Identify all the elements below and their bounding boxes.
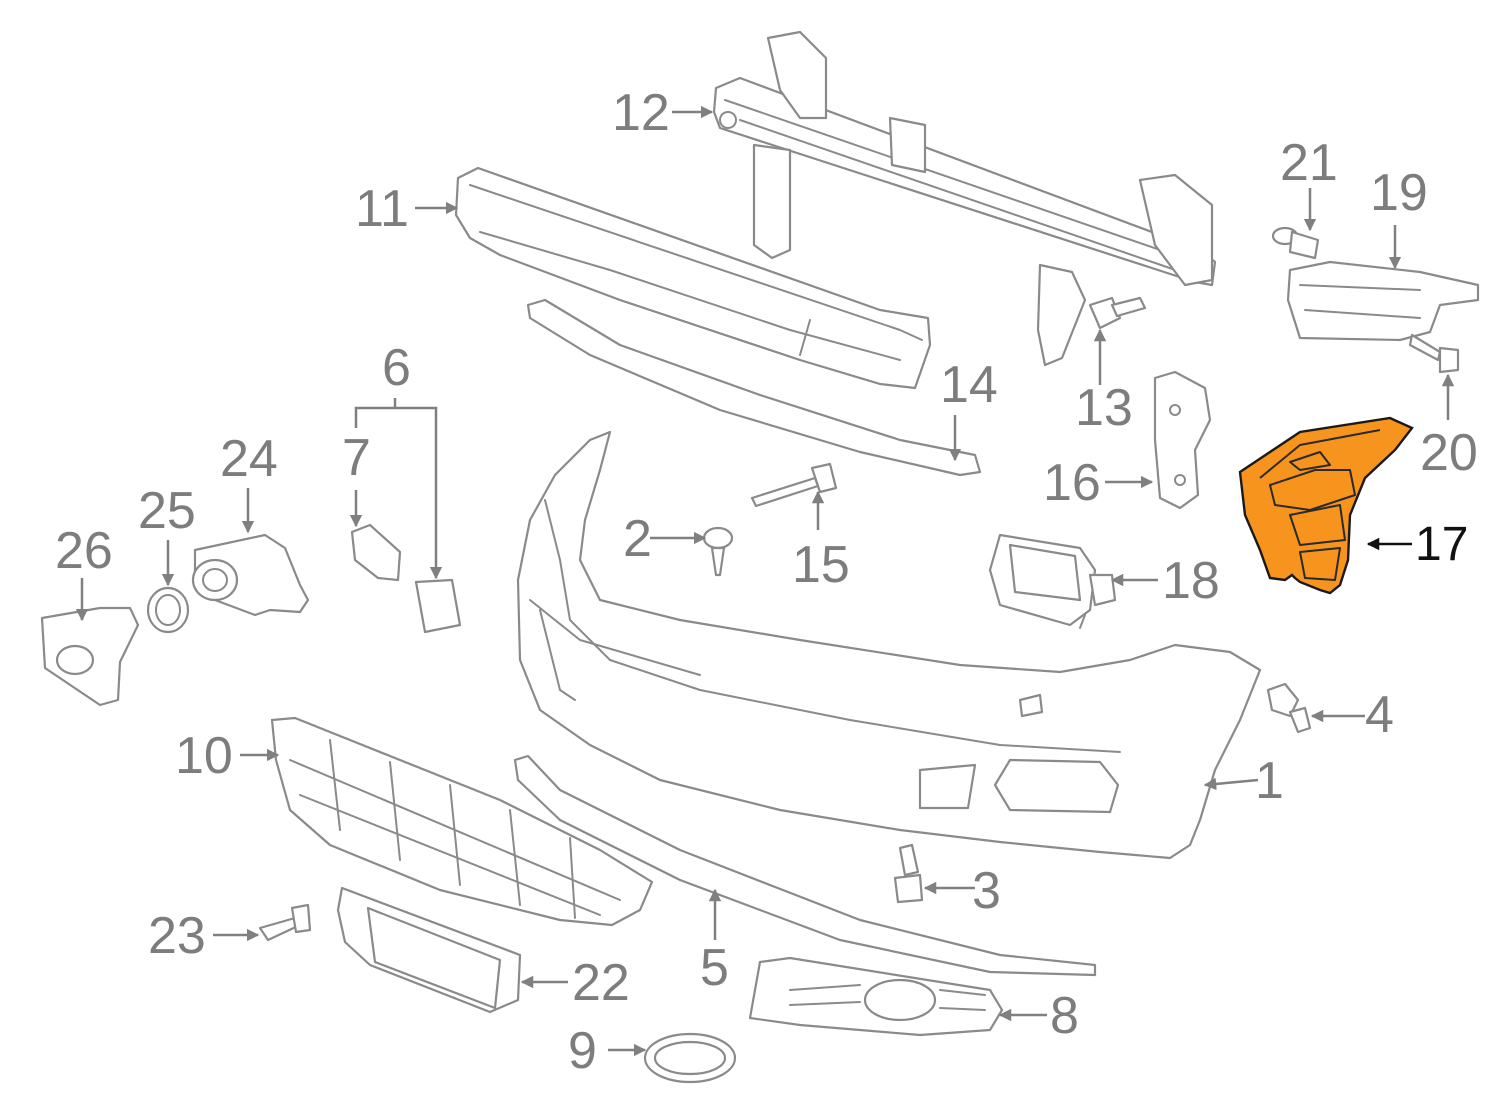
callout-17: 17 [1415, 518, 1468, 571]
callout-6: 6 [382, 339, 411, 397]
part-21-clip[interactable] [1271, 226, 1320, 260]
callout-18: 18 [1162, 552, 1220, 610]
callout-1: 1 [1255, 752, 1284, 810]
callout-5: 5 [700, 939, 729, 997]
callout-12: 12 [612, 84, 670, 142]
callout-24: 24 [220, 430, 278, 488]
callout-16: 16 [1043, 454, 1101, 512]
callout-10: 10 [175, 727, 233, 785]
callout-11: 11 [355, 180, 409, 238]
callout-labels: 1 2 3 4 5 6 7 8 9 10 11 12 13 14 15 16 1… [55, 84, 1478, 1080]
part-11-energy-absorber[interactable] [454, 166, 932, 390]
callout-19: 19 [1370, 164, 1428, 222]
part-6-tow-cap[interactable] [414, 578, 462, 634]
part-8-fog-trim[interactable] [748, 956, 1004, 1037]
callout-2: 2 [623, 510, 652, 568]
part-22-license-plate-bracket[interactable] [336, 886, 522, 1014]
leader-lines [75, 105, 1455, 1057]
part-9-fog-ring[interactable] [643, 1032, 737, 1084]
part-26-sensor-holder[interactable] [40, 606, 140, 707]
part-14-upper-strip[interactable] [526, 298, 982, 477]
part-5-lower-spoiler[interactable] [513, 754, 1097, 977]
part-20-screw[interactable] [1408, 333, 1460, 374]
part-24-parking-sensor[interactable] [191, 533, 310, 617]
callout-15: 15 [792, 536, 850, 594]
part-15-rivet[interactable] [750, 462, 838, 508]
callout-14: 14 [940, 356, 998, 414]
callout-26: 26 [55, 522, 113, 580]
part-23-push-pin[interactable] [258, 903, 312, 942]
part-7-small-bracket[interactable] [350, 523, 402, 582]
callout-7: 7 [342, 429, 371, 487]
part-12-reinforcement-beam[interactable] [712, 30, 1217, 367]
part-18-washer-nozzle[interactable] [988, 533, 1117, 629]
callout-20: 20 [1420, 424, 1478, 482]
callout-22: 22 [572, 954, 630, 1012]
callout-8: 8 [1050, 987, 1079, 1045]
part-1-bumper-cover[interactable] [516, 430, 1262, 860]
callout-3: 3 [972, 862, 1001, 920]
callout-23: 23 [148, 907, 206, 965]
callout-9: 9 [568, 1022, 597, 1080]
part-16-bracket[interactable] [1153, 370, 1212, 510]
part-17-side-bracket[interactable] [1238, 416, 1414, 595]
callout-13: 13 [1075, 379, 1133, 437]
part-13-bolt[interactable] [1088, 296, 1147, 330]
part-25-sensor-ring[interactable] [146, 586, 190, 634]
callout-25: 25 [138, 482, 196, 540]
part-19-guide-bracket[interactable] [1286, 260, 1480, 342]
callout-4: 4 [1365, 686, 1394, 744]
callout-21: 21 [1280, 134, 1338, 192]
part-3-fastener[interactable] [893, 843, 924, 904]
part-2-screw[interactable] [702, 526, 734, 577]
part-4-clip[interactable] [1266, 682, 1312, 734]
part-10-lower-grille[interactable] [270, 716, 654, 927]
